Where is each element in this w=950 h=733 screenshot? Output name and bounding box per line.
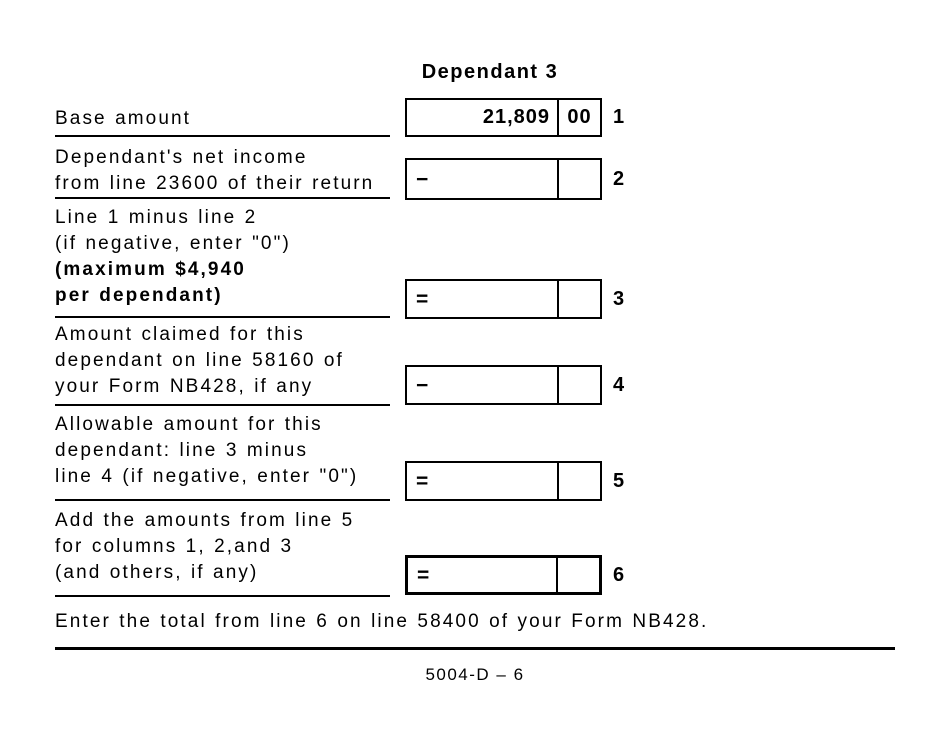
label-line: your Form NB428, if any: [55, 376, 314, 397]
row-4-amount-box: −: [405, 365, 602, 405]
label-line: Amount claimed for this: [55, 324, 305, 345]
label-line: Allowable amount for this: [55, 414, 323, 435]
row-2-cents-field[interactable]: [559, 160, 600, 198]
row-3-line-number: 3: [613, 287, 625, 310]
label-line: for columns 1, 2,and 3: [55, 536, 294, 557]
row-2-operator-minus: −: [416, 167, 430, 191]
row-2-line-number: 2: [613, 167, 625, 190]
row-5-label: Allowable amount for this dependant: lin…: [55, 412, 390, 501]
label-line: Base amount: [55, 108, 192, 129]
page-number: 5004-D – 6: [425, 665, 525, 684]
label-line: (and others, if any): [55, 562, 259, 583]
label-line: from line 23600 of their return: [55, 173, 375, 194]
row-6-line-number: 6: [613, 563, 625, 586]
row-4-line-number: 4: [613, 373, 625, 396]
row-5-cents-field[interactable]: [559, 463, 600, 499]
row-1-amount-box: 21,809 00: [405, 98, 602, 137]
row-1-dollars-field[interactable]: 21,809: [407, 100, 559, 135]
label-line: Add the amounts from line 5: [55, 510, 355, 531]
label-line: Dependant's net income: [55, 147, 308, 168]
row-3-cents-field[interactable]: [559, 281, 600, 317]
row-5-dollars-field[interactable]: =: [407, 463, 559, 499]
row-1-cents-value: 00: [567, 106, 592, 128]
row-6-dollars-field[interactable]: =: [408, 558, 558, 592]
row-1-cents-field[interactable]: 00: [559, 100, 600, 135]
total-instruction-text: Enter the total from line 6 on line 5840…: [55, 611, 709, 632]
row-5-operator-equals: =: [416, 469, 430, 493]
row-6-amount-box: =: [405, 555, 602, 595]
footer-divider: [55, 647, 895, 650]
row-3-label: Line 1 minus line 2 (if negative, enter …: [55, 205, 390, 318]
row-5-line-number: 5: [613, 469, 625, 492]
row-2-amount-box: −: [405, 158, 602, 200]
row-4-label: Amount claimed for this dependant on lin…: [55, 322, 390, 406]
label-line: Line 1 minus line 2: [55, 207, 258, 228]
row-1-dollars-value: 21,809: [482, 106, 550, 128]
label-line: (if negative, enter "0"): [55, 233, 291, 254]
row-1-line-number: 1: [613, 106, 625, 128]
row-4-cents-field[interactable]: [559, 367, 600, 403]
row-6-operator-equals: =: [417, 563, 431, 587]
row-6-cents-field[interactable]: [558, 558, 599, 592]
column-header-dependant-3: Dependant 3: [421, 61, 559, 83]
label-line: (maximum $4,940: [55, 259, 246, 280]
label-line: dependant: line 3 minus: [55, 440, 309, 461]
row-3-amount-box: =: [405, 279, 602, 319]
row-4-operator-minus: −: [416, 373, 430, 397]
row-1-label: Base amount: [55, 106, 390, 137]
row-3-operator-equals: =: [416, 287, 430, 311]
row-2-dollars-field[interactable]: −: [407, 160, 559, 198]
row-2-label: Dependant's net income from line 23600 o…: [55, 145, 390, 199]
row-3-dollars-field[interactable]: =: [407, 281, 559, 317]
row-4-dollars-field[interactable]: −: [407, 367, 559, 403]
label-line: per dependant): [55, 285, 223, 306]
label-line: line 4 (if negative, enter "0"): [55, 466, 359, 487]
label-line: dependant on line 58160 of: [55, 350, 344, 371]
row-6-label: Add the amounts from line 5 for columns …: [55, 508, 390, 597]
row-5-amount-box: =: [405, 461, 602, 501]
